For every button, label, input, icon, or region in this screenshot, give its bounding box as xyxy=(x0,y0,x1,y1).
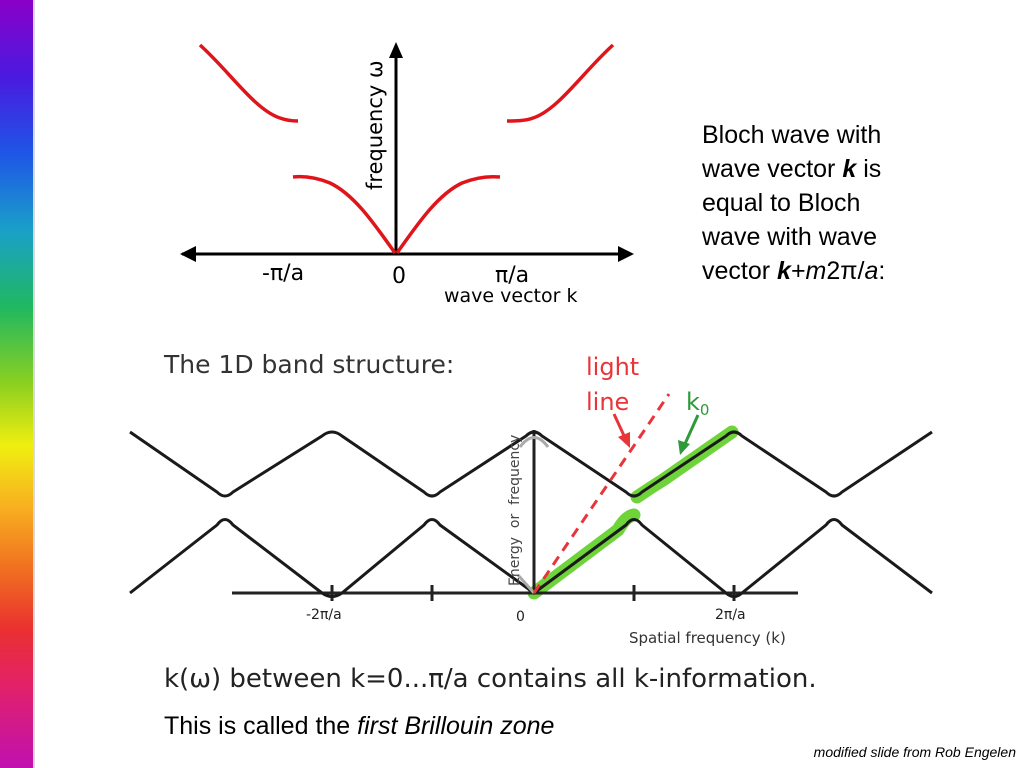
light-line-pointer-head xyxy=(618,432,630,448)
freq-label: frequency ω xyxy=(363,60,387,190)
bloch-line-1: Bloch wave with xyxy=(702,121,882,149)
band-structure-title: The 1D band structure: xyxy=(164,350,455,379)
a-symbol: a xyxy=(864,257,879,285)
k-axis-right-arrow xyxy=(618,246,634,262)
k-axis-left-arrow xyxy=(180,246,196,262)
bloch-text: is xyxy=(856,155,882,183)
pi-symbol: π xyxy=(428,664,444,694)
bloch-line-2: wave vector k is xyxy=(702,152,1002,186)
upper-band xyxy=(129,430,933,498)
upper-band-right xyxy=(506,43,615,123)
tick-label-pos: 2π/a xyxy=(715,607,746,623)
pos-pi-label: π/a xyxy=(495,263,529,288)
k0-pointer-arrow xyxy=(682,414,700,447)
bloch-line-3: equal to Bloch xyxy=(702,189,861,217)
kinfo-text: k( xyxy=(164,664,190,694)
k0-label: k0 xyxy=(686,388,709,419)
sidebar-edge xyxy=(33,0,35,768)
omega-symbol: ω xyxy=(189,664,211,694)
kinfo-text: ) between k=0... xyxy=(210,664,429,694)
called-text: This is called the xyxy=(164,712,358,740)
brillouin-statement: This is called the first Brillouin zone xyxy=(164,712,554,741)
light-line-label-2: line xyxy=(586,388,629,416)
slash: / xyxy=(857,257,865,285)
lower-band-left xyxy=(292,174,397,255)
axis-gap-overlay xyxy=(518,436,550,448)
k-symbol: k xyxy=(777,257,791,285)
k0-main: k xyxy=(686,388,700,416)
rainbow-sidebar xyxy=(0,0,33,768)
k-information-statement: k(ω) between k=0...π/a contains all k-in… xyxy=(164,664,817,694)
plus-sign: + xyxy=(790,257,806,285)
bloch-statement: Bloch wave with wave vector k is equal t… xyxy=(702,118,1002,288)
two: 2 xyxy=(826,257,841,285)
m-symbol: m xyxy=(805,257,827,285)
bloch-line-4: wave with wave xyxy=(702,223,878,251)
neg-pi-label: -π/a xyxy=(262,261,304,286)
k0-sub: 0 xyxy=(700,401,710,419)
tick-label-zero: 0 xyxy=(516,609,525,625)
bloch-line-5: vector k+m2π/a: xyxy=(702,254,1002,288)
k-symbol: k xyxy=(842,155,857,183)
light-line xyxy=(532,393,671,594)
freq-axis-arrow xyxy=(389,42,403,58)
light-line-label-1: light xyxy=(586,353,639,381)
pi-symbol: π xyxy=(840,257,858,285)
band-y-label: Energy or frequency xyxy=(507,435,523,586)
k0-pointer-head xyxy=(678,440,690,455)
k-axis-label: wave vector k xyxy=(444,285,577,307)
lower-band-right xyxy=(395,174,501,255)
slide-credit: modified slide from Rob Engelen xyxy=(813,744,1016,760)
band-x-label: Spatial frequency (k) xyxy=(629,629,786,647)
lower-band xyxy=(129,518,933,598)
bloch-text: wave vector xyxy=(702,155,843,183)
kinfo-text: /a contains all k-information. xyxy=(443,664,817,694)
tick-label-neg: -2π/a xyxy=(306,607,342,623)
brillouin-zone-term: first Brillouin zone xyxy=(357,712,555,740)
bloch-text: vector xyxy=(702,257,778,285)
axis-gap-overlay xyxy=(516,574,536,594)
colon: : xyxy=(878,257,886,285)
zero-label: 0 xyxy=(392,264,406,289)
upper-band-left xyxy=(198,43,299,123)
